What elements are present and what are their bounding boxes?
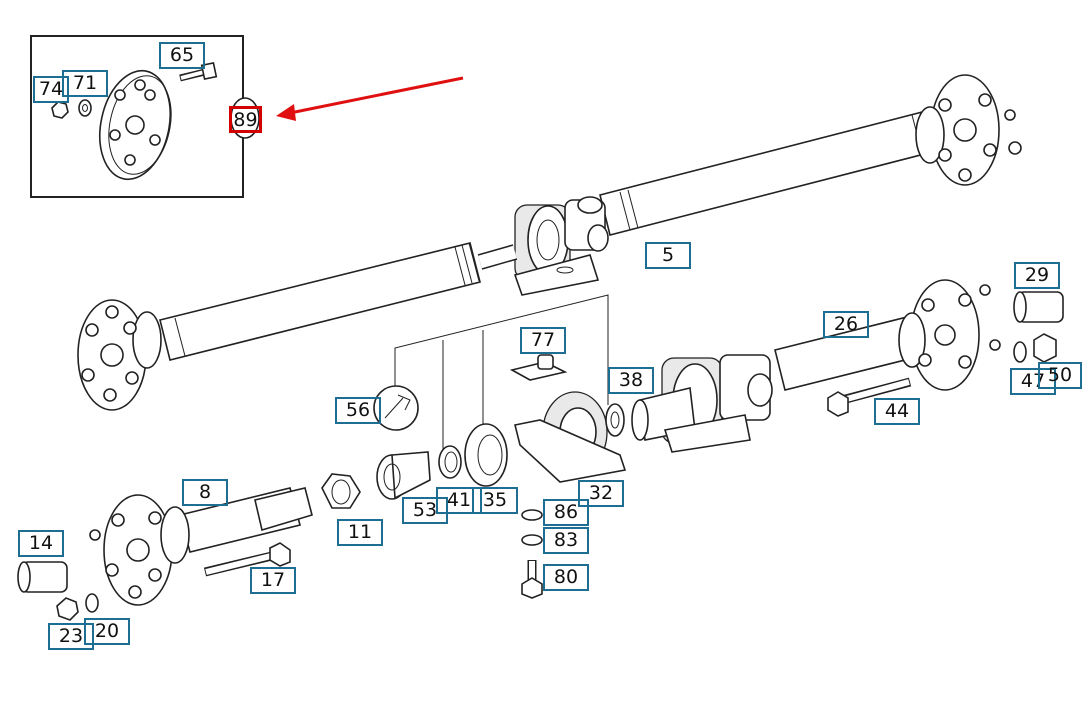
clip-77 bbox=[509, 354, 568, 381]
callout-14[interactable]: 14 bbox=[18, 530, 64, 557]
bolt-80 bbox=[521, 560, 543, 599]
inset-bolt bbox=[179, 61, 218, 82]
inset-nut bbox=[51, 101, 69, 119]
service-wrench-icon bbox=[373, 385, 419, 431]
flex-disc-left bbox=[77, 299, 162, 411]
callout-26[interactable]: 26 bbox=[823, 311, 869, 338]
front-shaft-section bbox=[89, 487, 313, 606]
ring-41 bbox=[438, 445, 462, 479]
callout-17[interactable]: 17 bbox=[250, 567, 296, 594]
center-bearing-32 bbox=[514, 391, 627, 483]
callout-29[interactable]: 29 bbox=[1014, 262, 1060, 289]
sleeve-29 bbox=[1013, 291, 1064, 323]
callout-80[interactable]: 80 bbox=[543, 564, 589, 591]
callout-5[interactable]: 5 bbox=[645, 242, 691, 269]
washer-38 bbox=[605, 403, 625, 437]
bearing-35 bbox=[464, 423, 508, 487]
center-bearing-main bbox=[477, 196, 609, 296]
callout-32[interactable]: 32 bbox=[578, 480, 624, 507]
bolt-44 bbox=[827, 377, 912, 417]
callout-74[interactable]: 74 bbox=[33, 76, 69, 103]
nut-11 bbox=[321, 473, 361, 509]
callout-20[interactable]: 20 bbox=[84, 618, 130, 645]
callout-38[interactable]: 38 bbox=[608, 367, 654, 394]
callout-44[interactable]: 44 bbox=[874, 398, 920, 425]
callout-35[interactable]: 35 bbox=[472, 487, 518, 514]
callout-41[interactable]: 41 bbox=[436, 487, 482, 514]
washer-86 bbox=[521, 509, 543, 521]
inset-washer bbox=[78, 99, 92, 117]
callout-86[interactable]: 86 bbox=[543, 499, 589, 526]
washer-20 bbox=[85, 593, 99, 613]
flex-disc-right bbox=[915, 74, 1022, 186]
callout-23[interactable]: 23 bbox=[48, 623, 94, 650]
grouping-bracket bbox=[394, 294, 609, 455]
callout-8[interactable]: 8 bbox=[182, 479, 228, 506]
second-shaft bbox=[774, 279, 1001, 391]
callout-50[interactable]: 50 bbox=[1038, 362, 1082, 389]
sleeve-53 bbox=[376, 451, 431, 500]
red-pointer-arrow bbox=[276, 76, 464, 121]
u-joint-assembly bbox=[631, 354, 773, 453]
nut-50 bbox=[1033, 333, 1057, 363]
callout-11[interactable]: 11 bbox=[337, 519, 383, 546]
inset-flex-disc bbox=[99, 69, 172, 181]
callout-77[interactable]: 77 bbox=[520, 327, 566, 354]
washer-47 bbox=[1013, 341, 1027, 363]
spring-washer-83 bbox=[521, 534, 543, 546]
callout-53[interactable]: 53 bbox=[402, 497, 448, 524]
sleeve-14 bbox=[17, 561, 68, 593]
nut-23 bbox=[56, 597, 79, 621]
bolt-17 bbox=[203, 542, 291, 577]
callout-56[interactable]: 56 bbox=[335, 397, 381, 424]
callout-65[interactable]: 65 bbox=[159, 42, 205, 69]
callout-89-highlighted[interactable]: 89 bbox=[229, 106, 262, 133]
callout-83[interactable]: 83 bbox=[543, 527, 589, 554]
callout-71[interactable]: 71 bbox=[62, 70, 108, 97]
